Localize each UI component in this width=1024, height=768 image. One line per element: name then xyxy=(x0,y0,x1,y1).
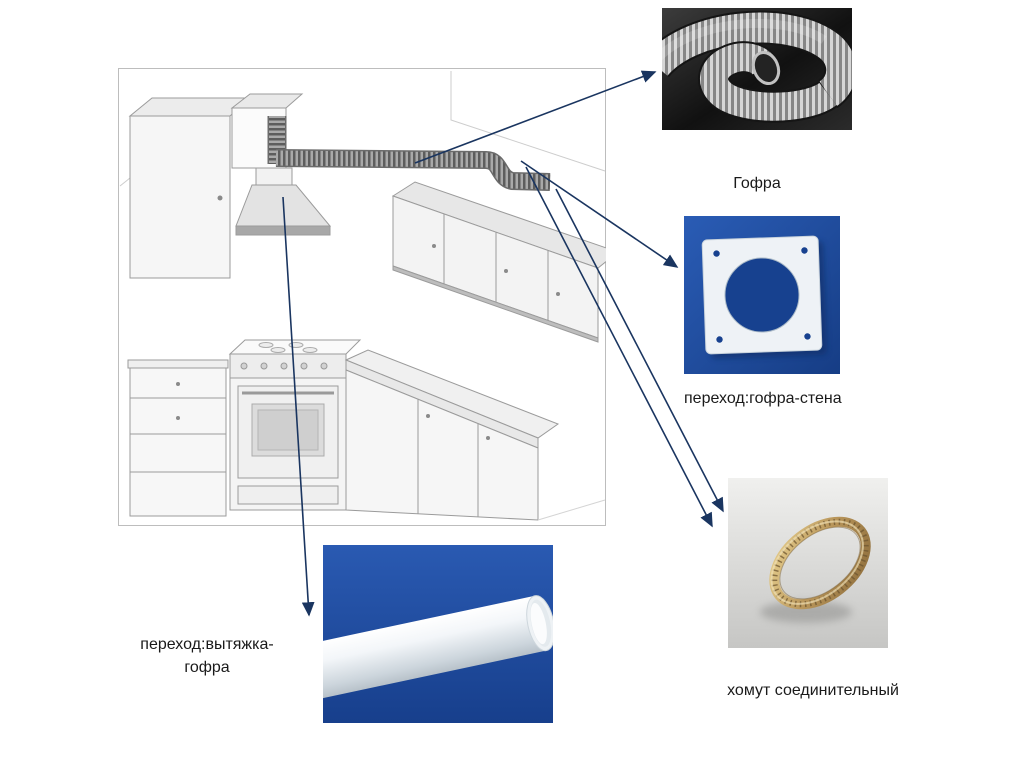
pipe-image xyxy=(323,545,553,723)
label-perehod-gofra-stena: переход:гофра-стена xyxy=(684,390,842,407)
label-perehod-vytyazhka-line2: гофра xyxy=(184,659,230,676)
stove xyxy=(228,339,362,511)
corrugated-duct-image xyxy=(662,8,852,130)
wall-plate xyxy=(701,235,827,359)
label-gofra: Гофра xyxy=(733,175,781,192)
clamp-photo xyxy=(728,478,888,648)
left-base-cabinet xyxy=(127,359,229,517)
clamp-shadow xyxy=(760,601,852,623)
wall-plate-image xyxy=(684,216,840,374)
white-pipe xyxy=(323,595,553,706)
right-base-cabinets xyxy=(344,349,606,521)
kitchen-sketch xyxy=(118,68,606,526)
upper-left-cabinet xyxy=(128,97,252,279)
wall-plate-drawing xyxy=(684,216,840,374)
clamp-ring xyxy=(769,516,871,610)
clamp-drawing xyxy=(728,478,888,648)
kitchen-sketch-drawing xyxy=(118,68,606,526)
coiled-duct xyxy=(662,10,852,123)
label-homut: хомут соединительный xyxy=(727,682,899,699)
label-perehod-vytyazhka: переход:вытяжка- гофра xyxy=(118,633,296,679)
label-perehod-vytyazhka-line1: переход:вытяжка- xyxy=(140,636,274,653)
corrugated-duct-photo xyxy=(662,8,852,130)
pipe-drawing xyxy=(323,545,553,723)
